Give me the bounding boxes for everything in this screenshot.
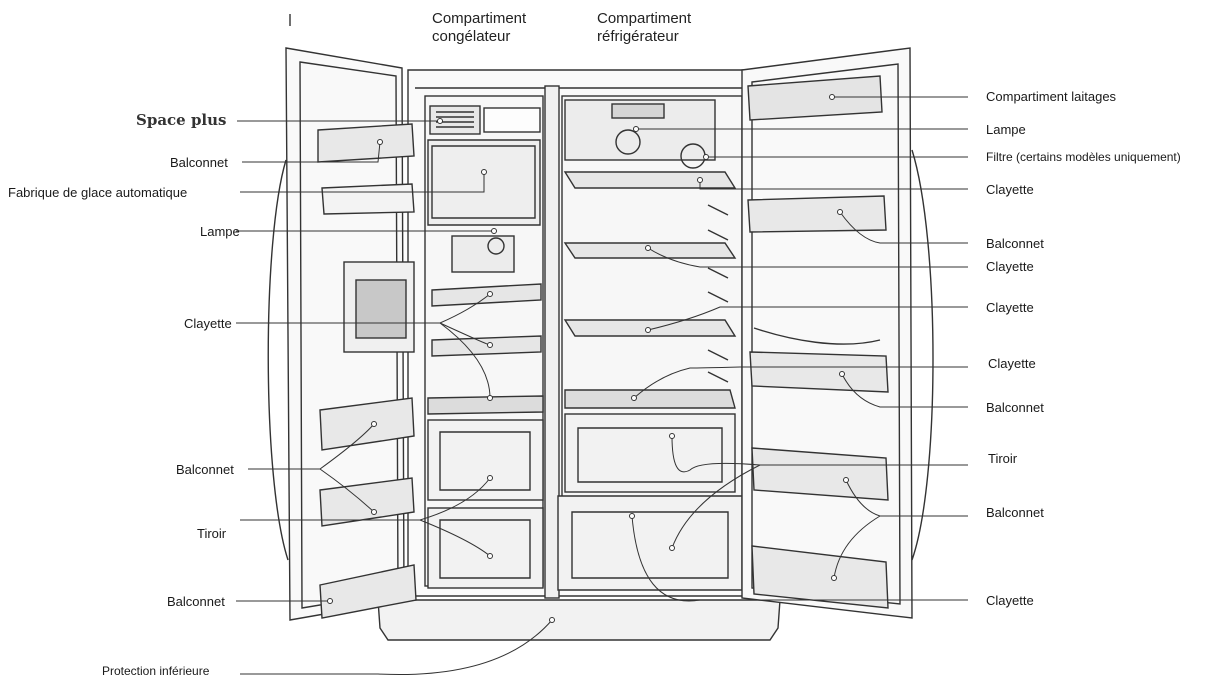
leader-balconnet-right-1 xyxy=(839,211,968,244)
label-laitages: Compartiment laitages xyxy=(986,89,1117,104)
freezer-shelf-1 xyxy=(431,283,542,307)
label-clayette-right-4: Clayette xyxy=(988,356,1036,371)
freezer-drawer-2 xyxy=(427,507,544,589)
fridge-shelf-1 xyxy=(563,171,737,189)
header-freezer-line1: Compartiment xyxy=(432,10,527,27)
label-clayette-left: Clayette xyxy=(184,316,232,331)
leader-protection xyxy=(240,619,553,676)
right-door-bin-3 xyxy=(751,447,889,501)
leader-tiroir-right xyxy=(671,435,968,473)
dairy-compartment xyxy=(747,75,883,121)
leader-clayette-right-3 xyxy=(647,306,968,331)
label-lampe-left: Lampe xyxy=(200,224,240,239)
fridge-shelf-2 xyxy=(563,242,737,259)
fridge-body xyxy=(267,14,934,641)
leader-tiroir-left xyxy=(240,477,491,521)
freezer-lamp-housing xyxy=(451,235,515,273)
right-door xyxy=(741,47,913,619)
label-balconnet-right-3: Balconnet xyxy=(986,505,1044,520)
label-ice-maker: Fabrique de glace automatique xyxy=(8,185,188,200)
freezer-top-tray xyxy=(427,395,544,415)
leader-clayette-right-5 xyxy=(631,515,968,602)
dispenser-panel xyxy=(355,279,407,339)
right-door-handle xyxy=(911,149,934,561)
label-balconnet-left-1: Balconnet xyxy=(170,155,228,170)
fridge-drawer-1 xyxy=(564,413,736,493)
freezer-shelf-2 xyxy=(431,335,542,357)
header-freezer-line2: congélateur xyxy=(432,28,511,45)
label-tiroir-right: Tiroir xyxy=(988,451,1018,466)
label-space-plus: Space plus xyxy=(136,111,227,129)
label-lampe-right: Lampe xyxy=(986,122,1026,137)
leader-dots xyxy=(327,94,849,623)
left-door-bin-3 xyxy=(319,477,415,527)
left-door-bin-1 xyxy=(317,123,415,163)
label-clayette-right-3: Clayette xyxy=(986,300,1034,315)
leader-lines xyxy=(236,96,968,676)
leader-clayette-right-4 xyxy=(633,366,968,399)
center-divider xyxy=(544,85,560,599)
header-fridge-line1: Compartiment xyxy=(597,10,692,27)
label-clayette-right-2: Clayette xyxy=(986,259,1034,274)
left-door-bin-2 xyxy=(319,397,415,451)
bottom-protection xyxy=(377,599,781,641)
right-door-bin-4 xyxy=(751,545,889,609)
label-balconnet-left-2: Balconnet xyxy=(176,462,234,477)
label-balconnet-right-1: Balconnet xyxy=(986,236,1044,251)
label-balconnet-right-2: Balconnet xyxy=(986,400,1044,415)
fridge-drawer-2 xyxy=(557,495,743,591)
right-door-bin-1 xyxy=(747,195,887,233)
label-tiroir-left: Tiroir xyxy=(197,526,227,541)
fridge-lamp xyxy=(615,129,641,155)
label-clayette-right-1: Clayette xyxy=(986,182,1034,197)
label-protection: Protection inférieure xyxy=(102,664,210,678)
leader-balconnet-left-1 xyxy=(242,141,381,163)
label-balconnet-left-3: Balconnet xyxy=(167,594,225,609)
freezer-drawer-1 xyxy=(427,419,544,501)
leader-ice-maker xyxy=(240,172,485,193)
fridge-shelf-4 xyxy=(564,389,736,409)
leader-clayette-right-2 xyxy=(647,247,968,268)
left-door-bin-4 xyxy=(319,564,417,619)
left-door-handle xyxy=(267,159,289,561)
right-door-bin-2 xyxy=(749,351,889,393)
label-clayette-right-5: Clayette xyxy=(986,593,1034,608)
leader-balconnet-right-2 xyxy=(841,373,968,408)
header-fridge-line2: réfrigérateur xyxy=(597,28,679,45)
label-filtre: Filtre (certains modèles uniquement) xyxy=(986,150,1181,164)
